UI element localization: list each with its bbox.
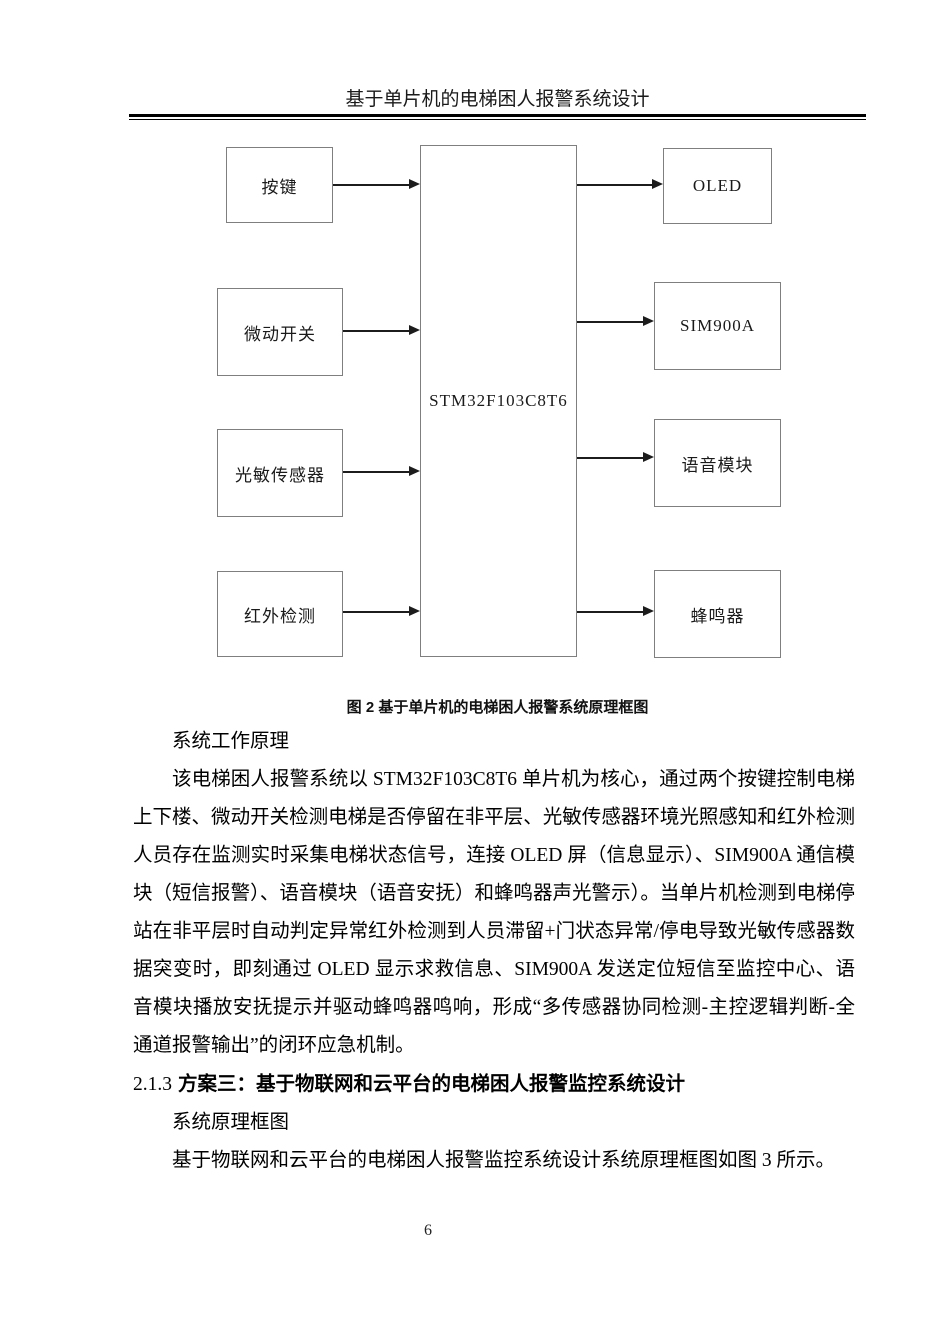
input-box-infrared: 红外检测 [217, 571, 343, 657]
arrow-keys-to-mcu-icon [333, 179, 420, 189]
paragraph-principle: 该电梯困人报警系统以 STM32F103C8T6 单片机为核心，通过两个按键控制… [133, 769, 855, 1056]
body-text: 系统工作原理 该电梯困人报警系统以 STM32F103C8T6 单片机为核心，通… [133, 723, 855, 1180]
section-heading-text: 方案三：基于物联网和云平台的电梯困人报警监控系统设计 [178, 1073, 686, 1095]
arrow-mcu-to-voice-module-icon [577, 452, 654, 462]
input-box-light-sensor: 光敏传感器 [217, 429, 343, 517]
header-rule-gap [129, 117, 866, 119]
output-box-buzzer-label: 蜂鸣器 [690, 606, 745, 626]
mcu-box: STM32F103C8T6 [420, 145, 577, 657]
paragraph-principle-title: 系统工作原理 [172, 731, 290, 752]
output-box-oled-label: OLED [692, 176, 743, 195]
output-box-buzzer: 蜂鸣器 [654, 570, 781, 658]
paragraph-frame: 基于物联网和云平台的电梯困人报警监控系统设计系统原理框图如图 3 所示。 [172, 1150, 836, 1171]
arrow-infrared-to-mcu-icon [343, 606, 420, 616]
output-box-voice-module-label: 语音模块 [681, 455, 754, 475]
mcu-box-label: STM32F103C8T6 [429, 391, 568, 410]
input-box-keys: 按键 [226, 147, 333, 223]
input-box-keys-label: 按键 [261, 177, 298, 197]
section-heading-number: 2.1.3 [133, 1074, 172, 1095]
header-rule [129, 114, 866, 120]
input-box-infrared-label: 红外检测 [244, 606, 316, 626]
arrow-light-sensor-to-mcu-icon [343, 466, 420, 476]
output-box-oled: OLED [663, 148, 772, 224]
arrow-micro-switch-to-mcu-icon [343, 325, 420, 335]
input-box-light-sensor-label: 光敏传感器 [235, 465, 325, 485]
arrow-mcu-to-sim900a-icon [577, 316, 654, 326]
output-box-voice-module: 语音模块 [654, 419, 781, 507]
header-title: 基于单片机的电梯困人报警系统设计 [345, 89, 650, 110]
arrow-mcu-to-oled-icon [577, 179, 663, 189]
input-box-micro-switch-label: 微动开关 [244, 324, 316, 344]
paragraph-frame-title: 系统原理框图 [172, 1112, 290, 1133]
output-box-sim900a-label: SIM900A [679, 316, 755, 335]
header-rule-thin [129, 119, 866, 120]
page-number: 6 [424, 1222, 432, 1239]
header-rule-thick [129, 114, 866, 117]
arrow-mcu-to-buzzer-icon [577, 606, 654, 616]
section-heading: 2.1.3 方案三：基于物联网和云平台的电梯困人报警监控系统设计 [133, 1065, 855, 1104]
input-box-micro-switch: 微动开关 [217, 288, 343, 376]
output-box-sim900a: SIM900A [654, 282, 781, 370]
figure-caption: 图 2 基于单片机的电梯困人报警系统原理框图 [346, 699, 649, 716]
